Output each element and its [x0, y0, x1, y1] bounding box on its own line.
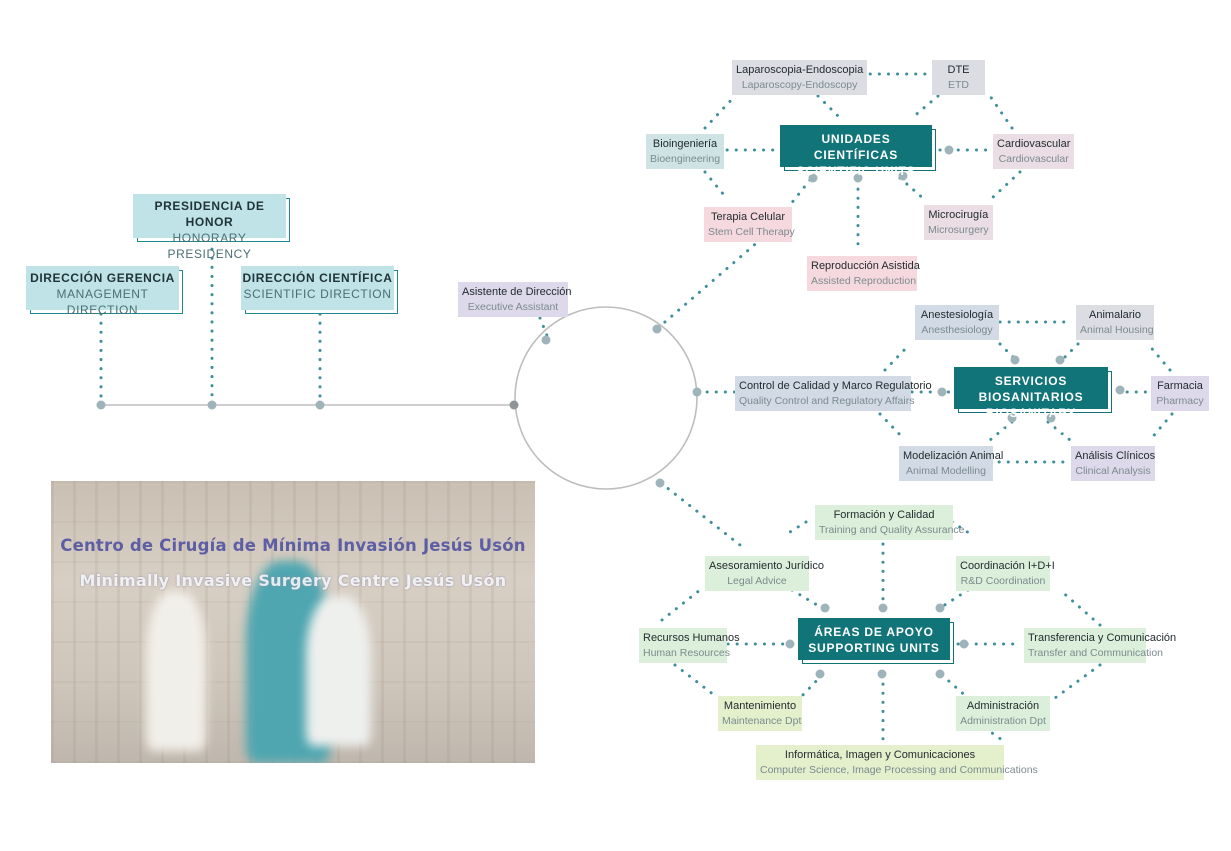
anestesiologia-label: Anestesiología — [920, 309, 994, 321]
centre-sign-spanish: Centro de Cirugía de Mínima Invasión Jes… — [60, 536, 526, 555]
centre-photo: Centro de Cirugía de Mínima Invasión Jes… — [51, 481, 535, 763]
administracion-node: Administración Administration Dpt — [956, 696, 1050, 731]
gerencia-box: DIRECCIÓN GERENCIA MANAGEMENT DIRECTION — [26, 266, 179, 317]
transferencia-sublabel: Transfer and Communication — [1028, 647, 1164, 659]
control-sublabel: Quality Control and Regulatory Affairs — [739, 395, 915, 407]
blurred-person-right — [306, 596, 371, 746]
analisis-sublabel: Clinical Analysis — [1075, 465, 1151, 477]
transferencia-node: Transferencia y Comunicación Transfer an… — [1024, 628, 1177, 663]
dte-label: DTE — [947, 64, 970, 76]
cardiovascular-node: Cardiovascular Cardiovascular — [993, 134, 1075, 169]
bioingenieria-label: Bioingeniería — [652, 138, 718, 150]
informatica-label: Informática, Imagen y Comunicaciones — [784, 749, 976, 761]
supporting-hub-subtitle: SUPPORTING UNITS — [808, 641, 940, 655]
scientific-hub-subtitle: SCIENTIFIC UNITS — [796, 164, 916, 178]
farmacia-sublabel: Pharmacy — [1156, 395, 1204, 407]
dte-sublabel: ETD — [948, 79, 969, 91]
microcirugia-sublabel: Microsurgery — [928, 224, 989, 236]
terapia-label: Terapia Celular — [711, 211, 785, 223]
microcirugia-node: Microcirugía Microsurgery — [924, 205, 993, 240]
formacion-sublabel: Training and Quality Assurance — [819, 524, 965, 536]
formacion-label: Formación y Calidad — [833, 509, 935, 521]
supporting-hub-title: ÁREAS DE APOYO — [814, 625, 934, 639]
farmacia-label: Farmacia — [1157, 380, 1203, 392]
cardiovascular-label: Cardiovascular — [997, 138, 1071, 150]
mantenimiento-sublabel: Maintenance Dpt — [722, 715, 802, 727]
formacion-node: Formación y Calidad Training and Quality… — [815, 505, 965, 540]
asistente-sublabel: Executive Assistant — [467, 301, 559, 313]
informatica-sublabel: Computer Science, Image Processing and C… — [760, 764, 1038, 776]
recursos-node: Recursos Humanos Human Resources — [639, 628, 740, 663]
link-supporting — [659, 481, 742, 547]
cardiovascular-sublabel: Cardiovascular — [998, 153, 1069, 165]
administracion-label: Administración — [966, 700, 1040, 712]
cientifica-title: DIRECCIÓN CIENTÍFICA — [242, 271, 393, 285]
asesoramiento-sublabel: Legal Advice — [727, 575, 787, 587]
laparoscopia-label: Laparoscopia-Endoscopia — [736, 64, 864, 76]
analisis-node: Análisis Clínicos Clinical Analysis — [1071, 446, 1155, 481]
centre-sign-english: Minimally Invasive Surgery Centre Jesús … — [79, 571, 507, 590]
biosanitary-hub-title: SERVICIOS BIOSANITARIOS — [978, 374, 1084, 404]
recursos-label: Recursos Humanos — [643, 632, 740, 644]
presidencia-box: PRESIDENCIA DE HONOR HONORARY PRESIDENCY — [133, 194, 286, 261]
asistente-label: Asistente de Dirección — [462, 286, 572, 298]
blurred-person-left — [146, 591, 206, 751]
reproduccion-label: Reproducción Asistida — [811, 260, 920, 272]
presidencia-title: PRESIDENCIA DE HONOR — [154, 199, 265, 229]
animalario-sublabel: Animal Housing — [1080, 324, 1154, 336]
scientific-hub-title: UNIDADES CIENTÍFICAS — [813, 132, 899, 162]
biosanitary-hub: SERVICIOS BIOSANITARIOS BIOSANITARY SERV… — [954, 367, 1108, 436]
animalario-label: Animalario — [1089, 309, 1141, 321]
laparoscopia-sublabel: Laparoscopy-Endoscopy — [741, 79, 858, 91]
modelizacion-node: Modelización Animal Animal Modelling — [899, 446, 1004, 481]
control-label: Control de Calidad y Marco Regulatorio — [739, 380, 932, 392]
terapia-node: Terapia Celular Stem Cell Therapy — [704, 207, 795, 242]
analisis-label: Análisis Clínicos — [1075, 450, 1156, 462]
modelizacion-label: Modelización Animal — [903, 450, 1004, 462]
link-asistente — [538, 316, 550, 340]
link-scientific — [656, 238, 762, 330]
asistente-node: Asistente de Dirección Executive Assista… — [458, 282, 572, 317]
reproduccion-node: Reproducción Asistida Assisted Reproduct… — [807, 256, 920, 291]
transferencia-label: Transferencia y Comunicación — [1028, 632, 1177, 644]
recursos-sublabel: Human Resources — [643, 647, 730, 659]
cientifica-box: DIRECCIÓN CIENTÍFICA SCIENTIFIC DIRECTIO… — [241, 266, 394, 310]
reproduccion-sublabel: Assisted Reproduction — [811, 275, 917, 287]
coordinacion-label: Coordinación I+D+I — [960, 560, 1055, 572]
anestesiologia-sublabel: Anesthesiology — [921, 324, 993, 336]
informatica-node: Informática, Imagen y Comunicaciones Com… — [756, 745, 1038, 780]
dte-node: DTE ETD — [932, 60, 985, 95]
terapia-sublabel: Stem Cell Therapy — [708, 226, 795, 238]
asesoramiento-node: Asesoramiento Jurídico Legal Advice — [705, 556, 824, 591]
coordinacion-sublabel: R&D Coordination — [960, 575, 1046, 587]
cientifica-subtitle: SCIENTIFIC DIRECTION — [243, 287, 392, 301]
asesoramiento-label: Asesoramiento Jurídico — [709, 560, 824, 572]
animalario-node: Animalario Animal Housing — [1076, 305, 1154, 340]
microcirugia-label: Microcirugía — [928, 209, 989, 221]
anestesiologia-node: Anestesiología Anesthesiology — [915, 305, 999, 340]
hub-circle — [514, 306, 698, 490]
gerencia-subtitle: MANAGEMENT DIRECTION — [56, 287, 149, 317]
coordinacion-node: Coordinación I+D+I R&D Coordination — [956, 556, 1055, 591]
mantenimiento-label: Mantenimiento — [723, 700, 797, 712]
presidencia-subtitle: HONORARY PRESIDENCY — [167, 231, 252, 261]
bioingenieria-node: Bioingeniería Bioengineering — [646, 134, 725, 169]
mantenimiento-node: Mantenimiento Maintenance Dpt — [718, 696, 802, 731]
modelizacion-sublabel: Animal Modelling — [906, 465, 986, 477]
supporting-hub: ÁREAS DE APOYO SUPPORTING UNITS — [798, 618, 950, 660]
bioingenieria-sublabel: Bioengineering — [650, 153, 721, 165]
biosanitary-hub-subtitle: BIOSANITARY SERVICES — [985, 406, 1077, 436]
scientific-hub: UNIDADES CIENTÍFICAS SCIENTIFIC UNITS — [780, 125, 932, 178]
farmacia-node: Farmacia Pharmacy — [1151, 376, 1209, 411]
gerencia-title: DIRECCIÓN GERENCIA — [30, 271, 175, 285]
control-node: Control de Calidad y Marco Regulatorio Q… — [735, 376, 932, 411]
administracion-sublabel: Administration Dpt — [960, 715, 1046, 727]
laparoscopia-node: Laparoscopia-Endoscopia Laparoscopy-Endo… — [732, 60, 868, 95]
